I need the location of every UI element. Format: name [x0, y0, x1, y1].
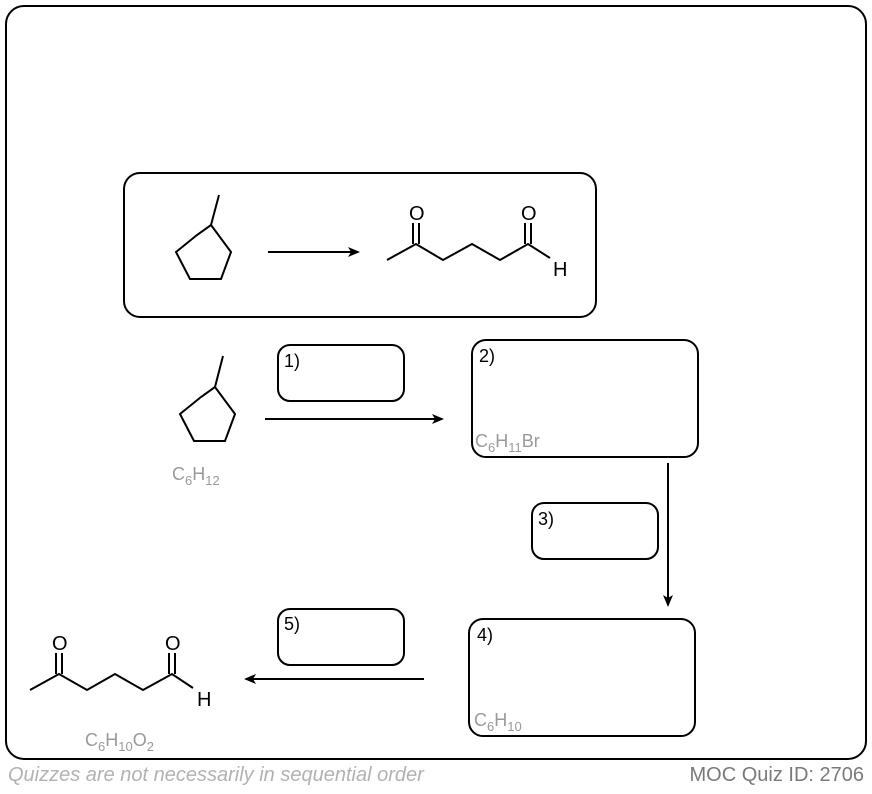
step-1-reagent-box[interactable]: [277, 344, 405, 402]
overview-box: [123, 172, 597, 318]
start-formula: C6H12: [172, 464, 220, 488]
product-oxygen-2: O: [165, 633, 181, 655]
product-formula: C6H10O2: [85, 730, 154, 754]
step-3-label: 3): [538, 509, 554, 529]
product-oxygen-1: O: [52, 633, 68, 655]
quiz-id: MOC Quiz ID: 2706: [689, 764, 864, 786]
step-5-reagent-box[interactable]: [277, 608, 405, 666]
step-2-label: 2): [479, 346, 495, 366]
product-hydrogen: H: [197, 689, 211, 711]
outer-frame: [5, 5, 867, 760]
step-2-formula: C6H11Br: [475, 431, 540, 455]
step-1-label: 1): [284, 351, 300, 371]
start-methylcyclopentane: [178, 355, 237, 442]
step-5-label: 5): [284, 614, 300, 634]
step-2-structure-box[interactable]: [471, 339, 699, 458]
overview-product: [386, 223, 551, 262]
step-3-reagent-box[interactable]: [531, 502, 659, 560]
overview-methylcyclopentane: [174, 194, 233, 280]
overview-oxygen-2: O: [521, 203, 537, 225]
step-4-formula: C6H10: [474, 710, 522, 734]
footer-disclaimer: Quizzes are not necessarily in sequentia…: [8, 764, 424, 786]
step-4-structure-box[interactable]: [468, 618, 696, 737]
overview-oxygen-1: O: [409, 203, 425, 225]
overview-hydrogen: H: [553, 259, 567, 281]
final-product: [29, 653, 194, 692]
step-4-label: 4): [477, 625, 493, 645]
